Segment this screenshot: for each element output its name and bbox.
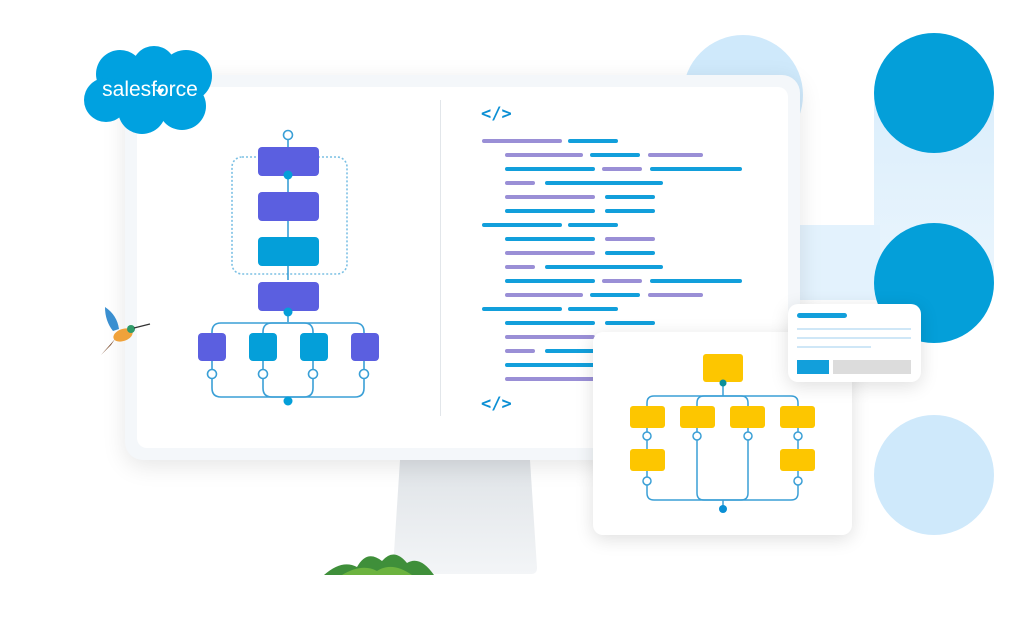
flow-diagram: [198, 129, 379, 406]
code-line: [505, 279, 595, 283]
code-line: [648, 293, 703, 297]
form-line: [797, 346, 871, 348]
code-line: [650, 167, 742, 171]
form-card: [788, 304, 921, 382]
code-line: [590, 153, 640, 157]
code-line: [505, 237, 595, 241]
monitor-stand: [393, 460, 537, 574]
bg-rect: [790, 225, 880, 300]
code-line: [568, 307, 618, 311]
code-line: [605, 195, 655, 199]
code-line: [602, 167, 642, 171]
code-line: [568, 223, 618, 227]
flow-node: [258, 282, 319, 311]
code-line: [605, 237, 655, 241]
flow-node: [258, 192, 319, 221]
salesforce-logo: salesforce: [82, 44, 218, 136]
code-line: [505, 153, 583, 157]
grass-decoration: [324, 554, 434, 575]
code-line: [605, 209, 655, 213]
code-line: [505, 349, 535, 353]
code-line: [505, 377, 595, 381]
bg-circle-dark-1: [874, 33, 994, 153]
code-line: [505, 195, 595, 199]
code-line: [648, 153, 703, 157]
code-line: [568, 139, 618, 143]
code-line: [505, 167, 595, 171]
code-line: [505, 181, 535, 185]
form-primary-button[interactable]: [797, 360, 829, 374]
form-input[interactable]: [833, 360, 911, 374]
form-line: [797, 337, 911, 339]
code-line: [505, 251, 595, 255]
code-line: [545, 265, 663, 269]
salesforce-logo-text: salesforce: [102, 78, 198, 101]
hummingbird-icon: [101, 307, 151, 355]
code-line: [482, 139, 562, 143]
code-open-tag: </>: [481, 104, 512, 124]
code-line: [605, 321, 655, 325]
code-line: [482, 223, 562, 227]
code-line: [650, 279, 742, 283]
code-line: [505, 363, 595, 367]
form-title-bar: [797, 313, 847, 318]
flow-node: [258, 147, 319, 176]
screen-divider: [440, 100, 441, 416]
code-line: [505, 209, 595, 213]
code-line: [590, 293, 640, 297]
form-line: [797, 328, 911, 330]
workflow-diagram: [630, 354, 815, 513]
code-line: [505, 335, 595, 339]
code-line: [505, 265, 535, 269]
code-line: [505, 293, 583, 297]
bg-circle-light-bottom: [874, 415, 994, 535]
code-line: [602, 279, 642, 283]
code-line: [505, 321, 595, 325]
code-close-tag: </>: [481, 394, 512, 414]
flow-node: [258, 237, 319, 266]
code-line: [605, 251, 655, 255]
code-line: [545, 181, 663, 185]
code-line: [482, 307, 562, 311]
